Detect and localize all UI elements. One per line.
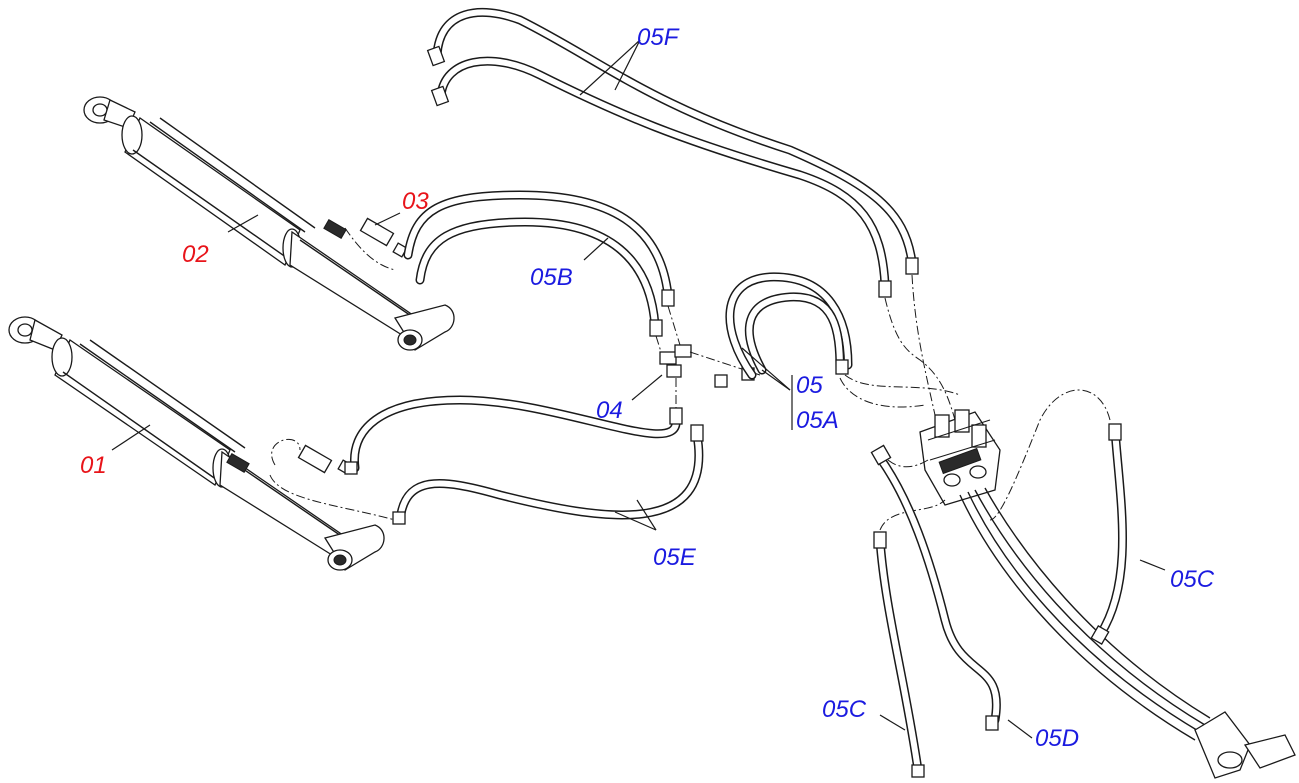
hose-05C-bottom bbox=[873, 499, 946, 778]
tee-fitting-04 bbox=[659, 344, 761, 410]
callout-05A: 05A bbox=[796, 407, 839, 434]
callout-05: 05 bbox=[796, 372, 823, 399]
callout-05F: 05F bbox=[637, 24, 680, 51]
control-valve-block bbox=[919, 409, 1001, 506]
control-cables bbox=[959, 487, 1211, 741]
valve-03 bbox=[269, 217, 408, 521]
hose-05D bbox=[870, 444, 1001, 731]
hose-05F bbox=[426, 7, 956, 421]
callout-02: 02 bbox=[182, 241, 209, 268]
joystick-handle bbox=[1194, 711, 1296, 779]
hose-05-05A bbox=[725, 272, 961, 408]
cylinder-02 bbox=[83, 96, 455, 351]
callout-01: 01 bbox=[80, 452, 107, 479]
cylinder-01 bbox=[8, 316, 385, 571]
leader-lines bbox=[111, 39, 1166, 739]
callout-05D: 05D bbox=[1035, 725, 1079, 752]
callout-03: 03 bbox=[402, 188, 429, 215]
callout-05B: 05B bbox=[530, 264, 573, 291]
callout-labels: 01 02 03 04 05 05A 05B 05C 05C 05D 05E 0… bbox=[80, 24, 1215, 752]
hose-05B bbox=[403, 190, 681, 356]
hose-05E bbox=[344, 395, 704, 525]
callout-04: 04 bbox=[596, 397, 623, 424]
hose-05C-right bbox=[989, 389, 1127, 645]
callout-05C-right: 05C bbox=[1170, 566, 1215, 593]
callout-05C-bottom: 05C bbox=[822, 696, 867, 723]
callout-05E: 05E bbox=[653, 544, 697, 571]
